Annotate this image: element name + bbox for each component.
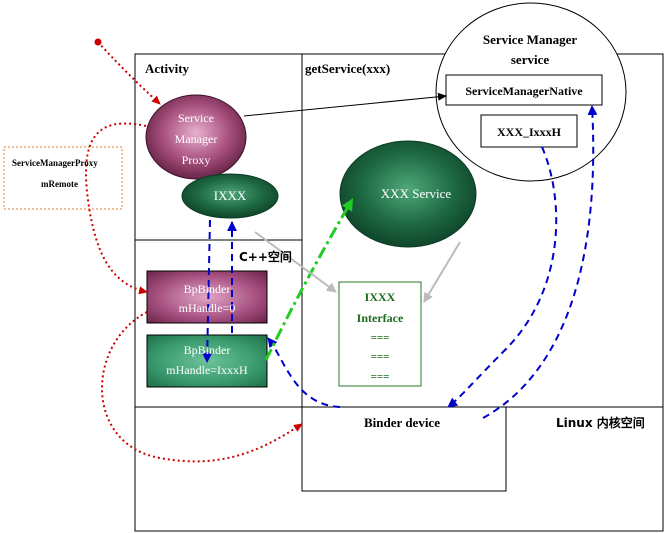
interface-line4: === <box>371 351 390 363</box>
binder-device-box <box>301 406 507 492</box>
interface-line3: === <box>371 332 390 344</box>
grey-service-to-interface-arrow <box>423 241 461 303</box>
bpbinderx-line1: BpBinder <box>184 343 231 357</box>
proxy-to-native-arrow <box>243 92 447 117</box>
smp-box-line1: ServiceManagerProxy <box>12 158 98 168</box>
bpbinderx-line2: mHandle=IxxxH <box>166 363 248 377</box>
smp-ellipse-line3: Proxy <box>182 153 211 167</box>
red-proxy-to-bpbinder-arrow <box>84 122 148 295</box>
smp-ellipse-line1: Service <box>178 111 214 125</box>
xxx-ixxxh-box <box>480 114 578 148</box>
red-bpbinder-to-binder-arrow <box>101 311 303 463</box>
service-manager-native-box <box>445 74 603 106</box>
blue-binder-to-native-arrow <box>482 105 598 419</box>
xxx-service-label: XXX Service <box>381 186 452 201</box>
cpp-space-label: C++空间 <box>239 249 292 264</box>
ixxx-interface-box <box>338 281 422 387</box>
service-manager-subtitle: service <box>511 52 549 67</box>
ixxx-label: IXXX <box>214 188 247 203</box>
smp-box-line2: mRemote <box>41 179 78 189</box>
xxx-ixxxh-label: XXX_IxxxH <box>497 125 562 139</box>
service-manager-proxy-ellipse <box>145 94 247 180</box>
bpbinder0-line1: BpBinder <box>184 282 231 296</box>
xxx-service-ellipse <box>339 140 477 248</box>
ixxx-ellipse <box>181 173 279 219</box>
bpbinder-handle0-box <box>146 270 268 324</box>
bpbinder0-line2: mHandle=0 <box>179 301 236 315</box>
interface-line2: Interface <box>357 311 404 325</box>
service-manager-native-label: ServiceManagerNative <box>465 84 583 98</box>
get-service-label: getService(xxx) <box>305 61 390 76</box>
service-manager-title: Service Manager <box>483 32 577 47</box>
smp-ellipse-line2: Manager <box>175 132 218 146</box>
interface-line1: IXXX <box>365 290 396 304</box>
grey-ixxx-to-interface-arrow <box>254 231 337 293</box>
interface-line5: === <box>371 371 390 383</box>
linux-kernel-label: Linux 内核空间 <box>556 415 645 430</box>
service-manager-proxy-box <box>3 146 123 210</box>
blue-binder-to-bpbinderx-arrow <box>267 337 341 408</box>
activity-label: Activity <box>145 61 190 76</box>
binder-device-label: Binder device <box>364 415 440 430</box>
